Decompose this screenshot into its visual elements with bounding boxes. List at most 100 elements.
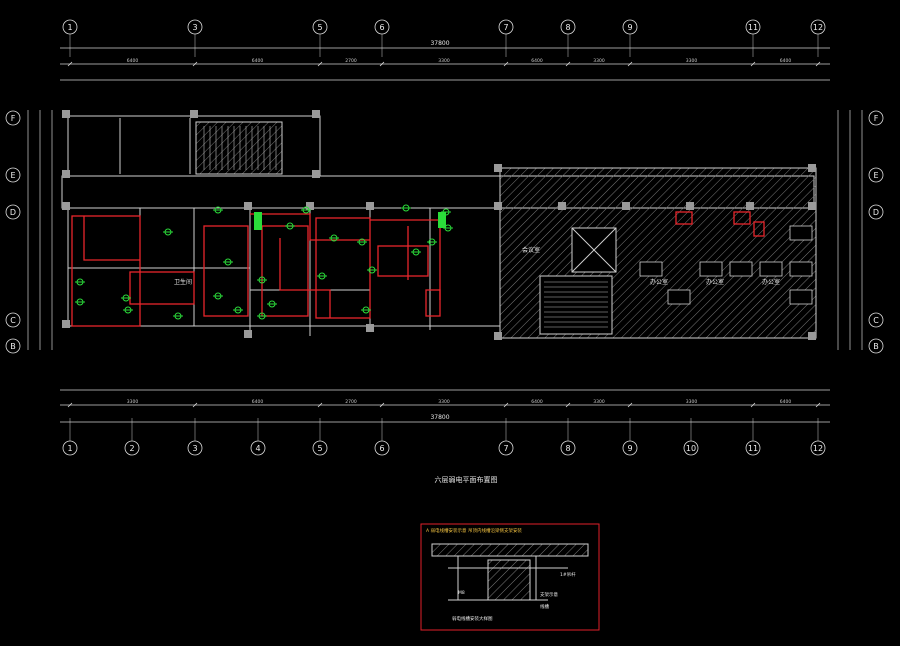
axis-bottom-label: 3 (192, 444, 197, 453)
axis-top-label: 9 (627, 23, 632, 32)
dim-tick (379, 61, 385, 67)
dim-tick (67, 402, 73, 408)
axis-bottom-bubble (124, 440, 140, 456)
distribution-cabinet-2 (438, 212, 446, 228)
red-box-east-3 (753, 221, 765, 237)
detail-caption: 弱电线槽安装大样图 (452, 615, 493, 622)
dimension-lines (60, 47, 830, 423)
detail-header: A 弱电线槽安装示意 吊顶内线槽沿梁侧支架安装 (426, 527, 522, 534)
axis-bottom-bubble (560, 440, 576, 456)
axis-right-label: C (873, 316, 879, 325)
dim-value: 3300 (686, 399, 698, 405)
column (746, 202, 754, 210)
axis-left-bubble (5, 110, 21, 126)
dim-tick (317, 402, 323, 408)
axis-bottom-bubble (810, 440, 826, 456)
axis-bottom-bubble (250, 440, 266, 456)
column (808, 202, 816, 210)
column (366, 324, 374, 332)
axis-right-label: E (873, 171, 878, 180)
dim-tick (503, 402, 509, 408)
column (558, 202, 566, 210)
dim-tick (815, 402, 821, 408)
axis-bottom-bubble (498, 440, 514, 456)
axis-top-label: 5 (317, 23, 322, 32)
room-label-4: 会议室 (522, 246, 540, 254)
dim-tick (503, 61, 509, 67)
column (312, 110, 320, 118)
axis-left-bubble (5, 312, 21, 328)
dim-tick (192, 61, 198, 67)
room-label-2: 办公室 (706, 278, 724, 286)
column (190, 110, 198, 118)
office-desks (639, 225, 813, 305)
column (306, 202, 314, 210)
column (312, 170, 320, 178)
detail-label-4: 线槽 (540, 603, 549, 610)
axis-bottom-bubble (683, 440, 699, 456)
dim-value: 6400 (531, 58, 543, 64)
axis-right-bubble (868, 204, 884, 220)
stair-core-north (195, 121, 283, 175)
axis-bottom-label: 8 (565, 444, 570, 453)
dim-tick (815, 61, 821, 67)
column (494, 332, 502, 340)
dim-value: 2700 (345, 399, 357, 405)
axis-right-label: F (874, 114, 879, 123)
axis-bottom-bubble (187, 440, 203, 456)
room-label-1: 办公室 (650, 278, 668, 286)
floor-plan (61, 115, 817, 339)
column (494, 202, 502, 210)
axis-left-bubble (5, 338, 21, 354)
axis-left-bubble (5, 204, 21, 220)
distribution-cabinet-1 (254, 212, 262, 230)
axis-top-bubble (498, 19, 514, 35)
side-dimension-lines (27, 110, 863, 350)
column (366, 202, 374, 210)
axis-bottom-label: 2 (129, 444, 134, 453)
column (62, 110, 70, 118)
axis-bottom-label: 7 (503, 444, 508, 453)
axis-right-bubble (868, 167, 884, 183)
column (622, 202, 630, 210)
axis-bottom-bubble (62, 440, 78, 456)
axis-top-bubble (374, 19, 390, 35)
dim-value: 3300 (593, 58, 605, 64)
axis-left-bubble (5, 167, 21, 183)
dim-tick (192, 402, 198, 408)
column (244, 330, 252, 338)
axis-top-label: 7 (503, 23, 508, 32)
dim-value: 6400 (252, 399, 264, 405)
column (494, 164, 502, 172)
dim-tick (565, 402, 571, 408)
column (62, 202, 70, 210)
axis-bottom-label: 12 (813, 444, 823, 453)
dim-value: 3300 (686, 58, 698, 64)
dim-value: 6400 (252, 58, 264, 64)
detail-label-1: 1#吊杆 (560, 571, 576, 578)
axis-top-label: 1 (67, 23, 72, 32)
axis-left-label: D (10, 208, 16, 217)
axis-bottom-label: 4 (255, 444, 260, 453)
axis-top-label: 12 (813, 23, 823, 32)
column (808, 332, 816, 340)
dim-tick (750, 61, 756, 67)
red-box-east-2 (733, 211, 751, 225)
column (808, 164, 816, 172)
axis-right-bubble (868, 110, 884, 126)
axis-top-label: 11 (748, 23, 758, 32)
dim-value: 3300 (127, 399, 139, 405)
axis-bottom-label: 5 (317, 444, 322, 453)
dim-tick (379, 402, 385, 408)
drawing-caption: 六层弱电平面布置图 (435, 475, 498, 484)
dim-value: 2700 (345, 58, 357, 64)
axis-right-bubble (868, 338, 884, 354)
axis-bottom-bubble (312, 440, 328, 456)
stair-core-east (539, 275, 613, 335)
column (62, 320, 70, 328)
detail-label-2: M8 (458, 590, 465, 596)
